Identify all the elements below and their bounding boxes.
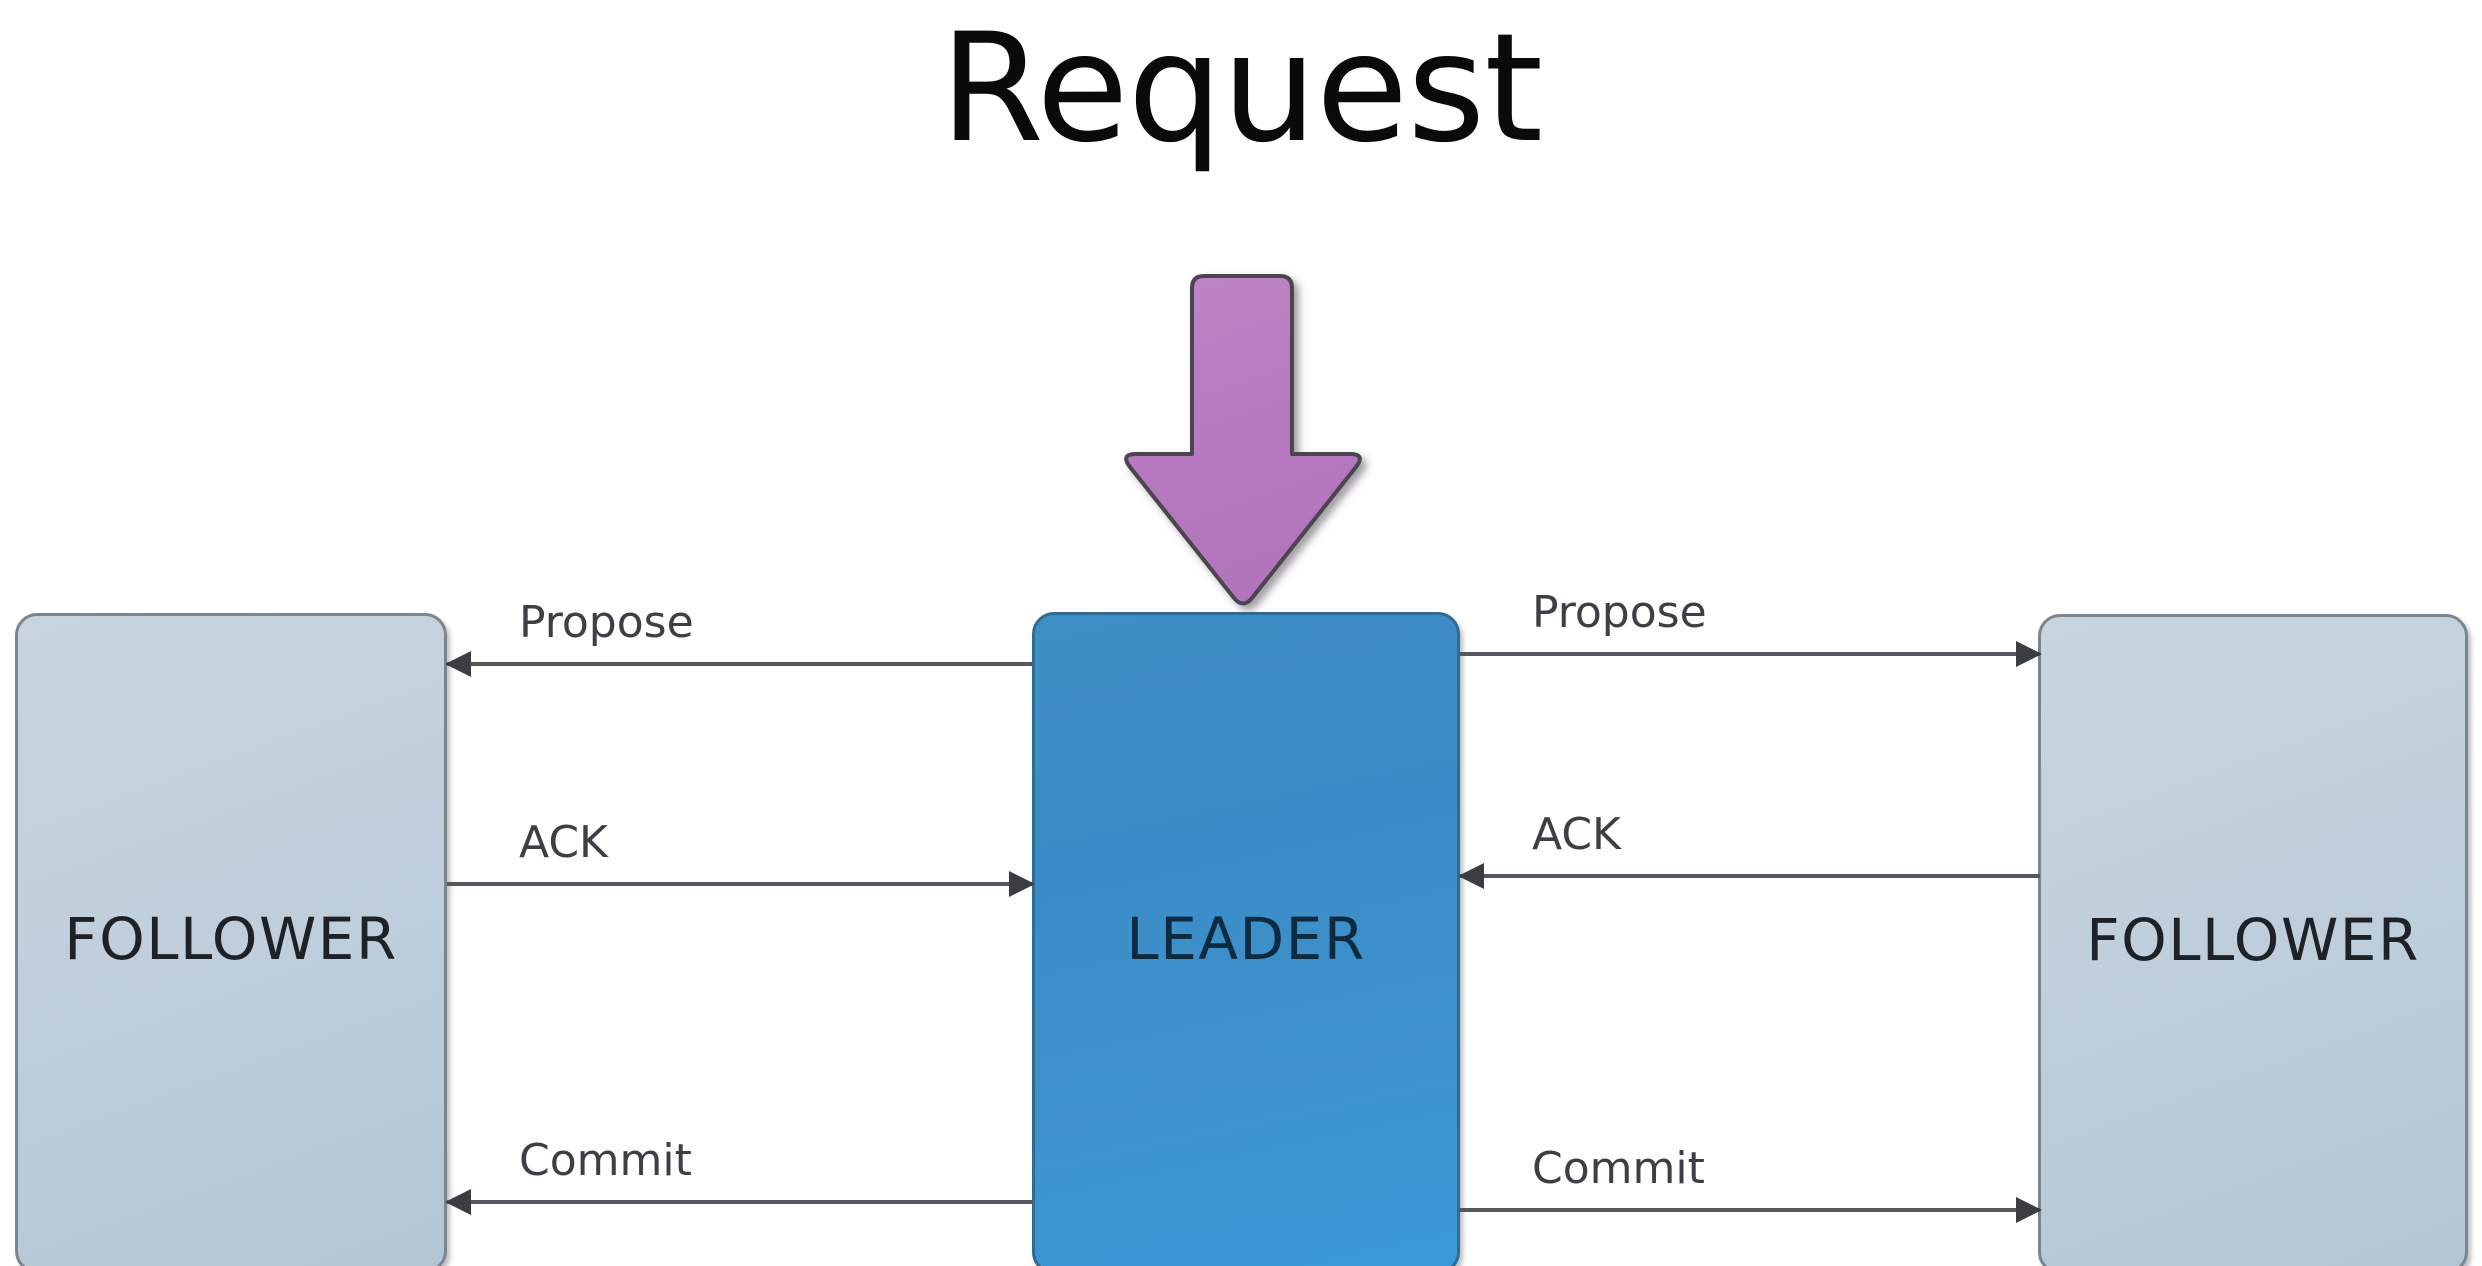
message-arrow-commit-right: Commit xyxy=(1460,1143,2042,1223)
page-title: Request xyxy=(939,2,1543,176)
message-label: Commit xyxy=(519,1135,692,1186)
message-label: ACK xyxy=(519,817,608,868)
node-label: FOLLOWER xyxy=(2086,906,2420,974)
message-arrow-propose-left: Propose xyxy=(445,597,1033,677)
node-leader[interactable]: LEADER xyxy=(1032,612,1460,1266)
arrow-head-left-icon xyxy=(445,1189,471,1215)
arrow-head-right-icon xyxy=(2016,641,2042,667)
arrow-line xyxy=(1460,1208,2040,1212)
message-arrow-commit-left: Commit xyxy=(445,1135,1033,1215)
message-label: ACK xyxy=(1532,809,1621,860)
message-arrow-propose-right: Propose xyxy=(1460,587,2042,667)
node-label: LEADER xyxy=(1126,905,1366,973)
node-label: FOLLOWER xyxy=(64,905,398,973)
message-arrow-ack-left: ACK xyxy=(447,817,1035,897)
message-label: Propose xyxy=(519,597,694,648)
arrow-line xyxy=(447,1200,1033,1204)
message-arrow-ack-right: ACK xyxy=(1458,809,2040,889)
down-arrow-icon xyxy=(1112,268,1374,620)
arrow-line xyxy=(447,882,1033,886)
node-follower-right[interactable]: FOLLOWER xyxy=(2038,614,2468,1266)
arrow-head-left-icon xyxy=(445,651,471,677)
node-follower-left[interactable]: FOLLOWER xyxy=(15,613,447,1266)
message-label: Propose xyxy=(1532,587,1707,638)
arrow-line xyxy=(1460,652,2040,656)
arrow-head-left-icon xyxy=(1458,863,1484,889)
arrow-line xyxy=(447,662,1033,666)
arrow-head-right-icon xyxy=(1009,871,1035,897)
arrow-head-right-icon xyxy=(2016,1197,2042,1223)
arrow-line xyxy=(1460,874,2040,878)
message-label: Commit xyxy=(1532,1143,1705,1194)
